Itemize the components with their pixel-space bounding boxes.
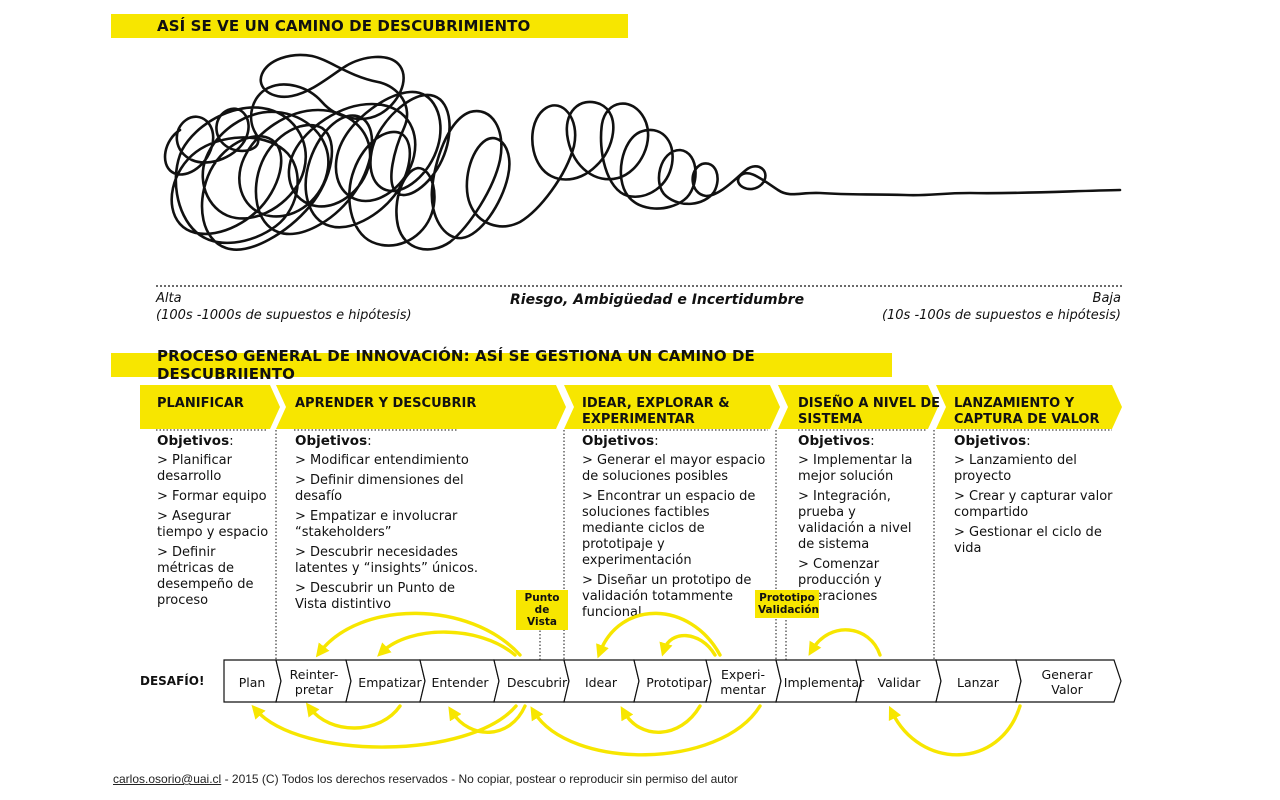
objective-item: > Formar equipo xyxy=(157,489,267,504)
discovery-title: ASÍ SE VE UN CAMINO DE DESCUBRIMIENTO xyxy=(157,17,531,35)
step-idear: Idear xyxy=(568,662,634,702)
step-experimentar-line1: Experi- xyxy=(720,667,766,682)
objective-item: > Lanzamiento del proyecto xyxy=(954,453,1077,484)
prototipo-validacion-line2: Validación xyxy=(758,604,819,616)
step-lanzar-line1: Lanzar xyxy=(957,674,999,690)
phase-aprender: APRENDER Y DESCUBRIR xyxy=(295,396,477,411)
phase-lanzamiento-line2: CAPTURA DE VALOR xyxy=(954,412,1100,427)
step-implementar-line1: Implementar xyxy=(783,674,865,690)
step-validar-line1: Validar xyxy=(877,674,921,690)
step-reinterpretar-line1: Reinter- xyxy=(289,667,339,682)
objective-item: > Empatizar e involucrar “stakeholders” xyxy=(295,509,458,540)
phase-lanzamiento: LANZAMIENTO Y CAPTURA DE VALOR xyxy=(954,396,1099,428)
objective-item: > Diseñar un prototipo de validación tot… xyxy=(582,573,752,620)
punto-de-vista-tag: Punto de Vista xyxy=(516,590,568,630)
phase-diseno-line1: DISEÑO A NIVEL DE xyxy=(798,396,941,411)
objectives-col-1: Objetivos: > Planificar desarrollo > For… xyxy=(157,433,273,613)
phase-idear-line2: EXPERIMENTAR xyxy=(582,412,695,427)
objective-item: > Asegurar tiempo y espacio xyxy=(157,509,269,540)
objective-item: > Descubrir un Punto de Vista distintivo xyxy=(295,581,456,612)
step-implementar: Implementar xyxy=(782,662,866,702)
step-prototipar: Prototipar xyxy=(640,662,714,702)
phase-idear: IDEAR, EXPLORAR & EXPERIMENTAR xyxy=(582,396,730,428)
objective-item: > Gestionar el ciclo de vida xyxy=(954,525,1102,556)
objectives-col-4: Objetivos: > Implementar la mejor soluci… xyxy=(798,433,926,609)
objective-item: > Integración, prueba y validación a niv… xyxy=(798,489,912,552)
step-plan-line1: Plan xyxy=(238,674,266,690)
step-shape xyxy=(1015,659,1122,703)
objective-item: > Crear y capturar valor compartido xyxy=(954,489,1113,520)
desafio-label: DESAFÍO! xyxy=(140,674,205,688)
author-email-link[interactable]: carlos.osorio@uai.cl xyxy=(113,772,222,786)
step-empatizar: Empatizar xyxy=(352,662,428,702)
axis-center-label: Riesgo, Ambigüedad e Incertidumbre xyxy=(510,292,805,308)
prototipo-validacion-tag: Prototipo Validación xyxy=(755,590,819,618)
step-prototipar-line1: Prototipar xyxy=(646,674,708,690)
step-entender: Entender xyxy=(424,662,496,702)
objectives-heading: Objetivos xyxy=(582,433,655,449)
copyright-footer: carlos.osorio@uai.cl - 2015 (C) Todos lo… xyxy=(113,772,738,786)
phase-chevron-1 xyxy=(140,385,280,429)
copyright-text: - 2015 (C) Todos los derechos reservados… xyxy=(221,772,738,786)
process-title-banner: PROCESO GENERAL DE INNOVACIÓN: ASÍ SE GE… xyxy=(111,347,892,383)
step-lanzar: Lanzar xyxy=(940,662,1016,702)
process-title: PROCESO GENERAL DE INNOVACIÓN: ASÍ SE GE… xyxy=(157,347,755,383)
objectives-heading: Objetivos xyxy=(798,433,871,449)
objective-item: > Planificar desarrollo xyxy=(157,453,232,484)
discovery-title-banner: ASÍ SE VE UN CAMINO DE DESCUBRIMIENTO xyxy=(111,14,628,38)
step-empatizar-line1: Empatizar xyxy=(358,674,422,690)
axis-right-label: Baja xyxy=(1092,291,1121,306)
objective-item: > Implementar la mejor solución xyxy=(798,453,913,484)
step-descubrir-line1: Descubrir xyxy=(506,674,568,690)
objective-item: > Descubrir necesidades latentes y “insi… xyxy=(295,545,479,576)
objectives-col-3: Objetivos: > Generar el mayor espacio de… xyxy=(582,433,774,625)
step-reinterpretar-line2: pretar xyxy=(294,682,334,697)
step-validar: Validar xyxy=(860,662,938,702)
step-reinterpretar: Reinter-pretar xyxy=(280,662,348,702)
step-descubrir: Descubrir xyxy=(500,662,574,702)
objective-item: > Generar el mayor espacio de soluciones… xyxy=(582,453,766,484)
axis-left-label: Alta xyxy=(156,291,182,306)
phase-chevron-4 xyxy=(778,385,938,429)
objectives-col-5: Objetivos: > Lanzamiento del proyecto > … xyxy=(954,433,1132,561)
phase-chevron-5 xyxy=(936,385,1122,429)
axis-left-sublabel: (100s -1000s de supuestos e hipótesis) xyxy=(156,308,412,323)
phase-chevron-2 xyxy=(276,385,566,429)
step-idear-line1: Idear xyxy=(584,674,618,690)
phase-planificar: PLANIFICAR xyxy=(157,396,244,411)
objective-item: > Definir dimensiones del desafío xyxy=(295,473,464,504)
objective-item: > Modificar entendimiento xyxy=(295,453,469,468)
objective-item: > Definir métricas de desempeño de proce… xyxy=(157,545,254,608)
phase-lanzamiento-line1: LANZAMIENTO Y xyxy=(954,396,1075,411)
objectives-col-2: Objetivos: > Modificar entendimiento > D… xyxy=(295,433,483,617)
punto-de-vista-line2: de Vista xyxy=(527,604,557,628)
step-plan: Plan xyxy=(224,662,280,702)
punto-de-vista-line1: Punto xyxy=(524,592,560,604)
step-experimentar-line2: mentar xyxy=(720,682,766,697)
step-generar-valor-line2: Valor xyxy=(1051,682,1083,697)
phase-idear-line1: IDEAR, EXPLORAR & xyxy=(582,396,730,411)
objectives-heading: Objetivos xyxy=(157,433,230,449)
step-entender-line1: Entender xyxy=(431,674,489,690)
objective-item: > Encontrar un espacio de soluciones fac… xyxy=(582,489,756,568)
phase-chevron-3 xyxy=(564,385,780,429)
prototipo-validacion-line1: Prototipo xyxy=(759,592,815,604)
phase-diseno-line2: SISTEMA xyxy=(798,412,863,427)
axis-right-sublabel: (10s -100s de supuestos e hipótesis) xyxy=(881,308,1121,323)
objectives-heading: Objetivos xyxy=(954,433,1027,449)
step-generar-valor-line1: Generar xyxy=(1041,667,1093,682)
phase-diseno: DISEÑO A NIVEL DE SISTEMA xyxy=(798,396,940,428)
step-experimentar: Experi-mentar xyxy=(710,662,776,702)
objectives-heading: Objetivos xyxy=(295,433,368,449)
